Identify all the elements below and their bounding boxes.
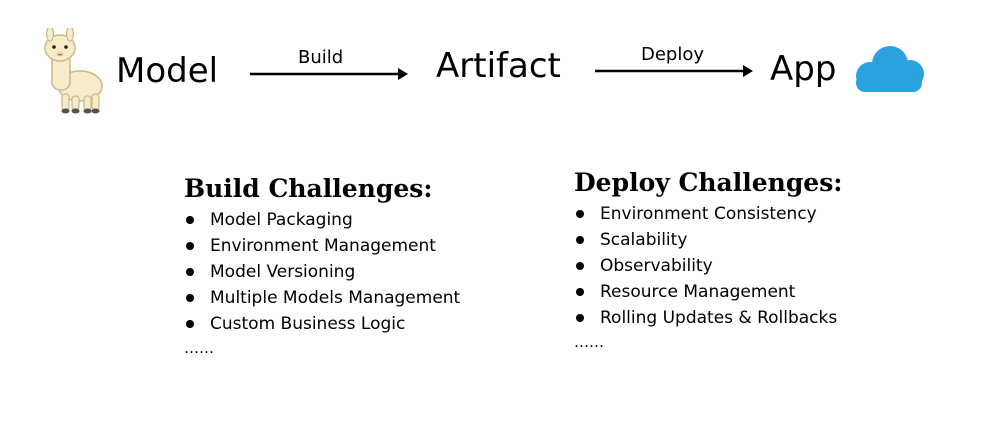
list-item: Multiple Models Management [184, 285, 460, 311]
cloud-icon [848, 44, 928, 96]
bullet-icon [186, 294, 194, 302]
bullet-icon [576, 288, 584, 296]
stage-app-label: App [770, 49, 837, 89]
build-challenges-more: …… [184, 339, 214, 357]
list-item-label: Model Packaging [210, 210, 353, 230]
list-item: Model Packaging [184, 207, 460, 233]
list-item: Observability [574, 253, 843, 279]
list-item: Model Versioning [184, 259, 460, 285]
build-arrow [250, 68, 408, 80]
build-arrow-label: Build [298, 47, 344, 68]
bullet-icon [576, 262, 584, 270]
llama-icon [40, 26, 106, 114]
list-item: Environment Consistency [574, 201, 843, 227]
build-challenges-title: Build Challenges: [184, 174, 433, 203]
bullet-icon [186, 242, 194, 250]
list-item-label: Custom Business Logic [210, 314, 406, 334]
list-item-label: Observability [600, 256, 713, 276]
deploy-challenges-more: …… [574, 333, 604, 351]
list-item: Scalability [574, 227, 843, 253]
list-item-label: Multiple Models Management [210, 288, 461, 308]
list-item-label: Rolling Updates & Rollbacks [600, 308, 838, 328]
list-item: Resource Management [574, 279, 843, 305]
bullet-icon [576, 236, 584, 244]
build-challenges: Build Challenges: Model Packaging Enviro… [184, 176, 460, 359]
deploy-arrow-label: Deploy [641, 44, 705, 65]
bullet-icon [576, 210, 584, 218]
stage-artifact-label: Artifact [436, 46, 561, 86]
list-item-label: Environment Management [210, 236, 436, 256]
list-item-label: Environment Consistency [600, 204, 817, 224]
list-item: Custom Business Logic [184, 311, 460, 337]
list-item-label: Scalability [600, 230, 688, 250]
list-item: Environment Management [184, 233, 460, 259]
deploy-challenges: Deploy Challenges: Environment Consisten… [574, 170, 843, 353]
deploy-challenges-title: Deploy Challenges: [574, 168, 843, 197]
list-item-label: Resource Management [600, 282, 796, 302]
deploy-challenges-list: Environment Consistency Scalability Obse… [574, 201, 843, 331]
bullet-icon [576, 314, 584, 322]
deploy-arrow [595, 65, 753, 77]
build-challenges-list: Model Packaging Environment Management M… [184, 207, 460, 337]
bullet-icon [186, 320, 194, 328]
list-item-label: Model Versioning [210, 262, 356, 282]
stage-model-label: Model [116, 51, 219, 91]
bullet-icon [186, 268, 194, 276]
bullet-icon [186, 216, 194, 224]
list-item: Rolling Updates & Rollbacks [574, 305, 843, 331]
